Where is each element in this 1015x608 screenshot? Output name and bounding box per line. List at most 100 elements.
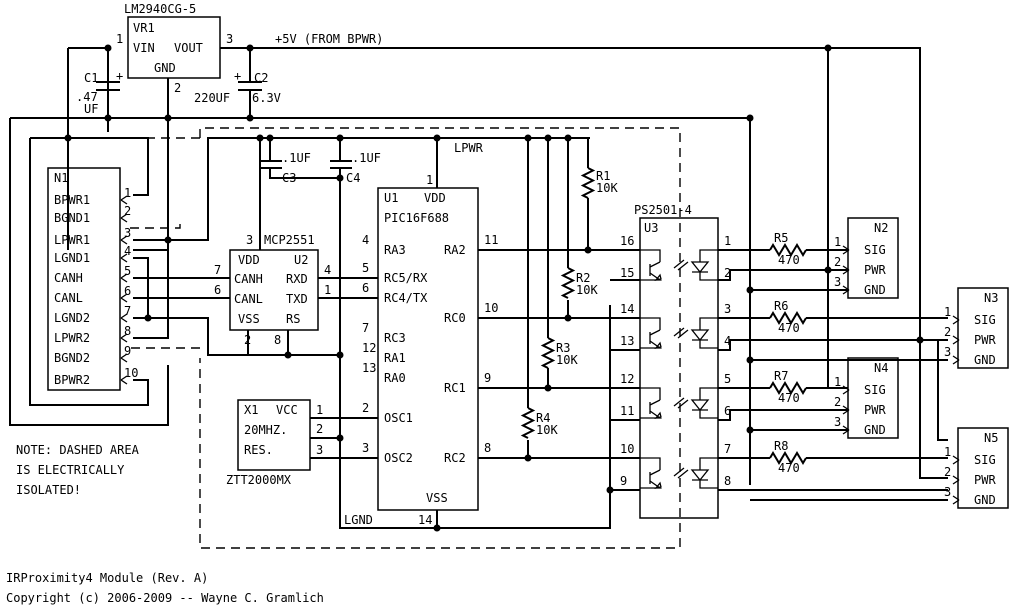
connector-pin-name: GND [974,493,996,507]
connector-pin-name: SIG [864,243,886,257]
svg-text:8: 8 [274,333,281,347]
svg-text:X1: X1 [244,403,258,417]
pic-pin-name: RC2 [444,451,466,465]
svg-text:.1UF: .1UF [352,151,381,165]
svg-text:VSS: VSS [238,312,260,326]
pic-pin-name: RA2 [444,243,466,257]
opto-pin-number: 5 [724,372,731,386]
n1-pin-name: BPWR2 [54,373,90,387]
opto-pin-number: 1 [724,234,731,248]
svg-text:C2: C2 [254,71,268,85]
connector-pin-number: 3 [944,485,951,499]
series-resistor-value: 470 [778,391,800,405]
svg-text:6: 6 [214,283,221,297]
pic-pin-number: 2 [362,401,369,415]
opto-pin-number: 13 [620,334,634,348]
pic-pin-name: RA1 [384,351,406,365]
opto-pin-number: 11 [620,404,634,418]
n1-pin-number: 7 [124,304,131,318]
svg-text:CANH: CANH [234,272,263,286]
svg-text:10K: 10K [556,353,578,367]
svg-text:6.3V: 6.3V [252,91,281,105]
n1-pin-name: LPWR2 [54,331,90,345]
svg-text:R3: R3 [556,341,570,355]
n1-pin-number: 3 [124,226,131,240]
n1-pin-arrow [120,375,128,385]
pic-left-pins: RA34RC5/RX5RC4/TX6RC37RA112RA013OSC12OSC… [362,233,428,465]
svg-text:LGND: LGND [344,513,373,527]
svg-text:2: 2 [316,422,323,436]
svg-text:3: 3 [246,233,253,247]
n1-pin-name: BGND1 [54,211,90,225]
connector-pin-number: 3 [944,345,951,359]
connector-pin-name: GND [974,353,996,367]
connector-pin-number: 2 [944,325,951,339]
pic-pin-number: 5 [362,261,369,275]
svg-text:+: + [234,69,241,83]
connector-pin-name: PWR [974,333,996,347]
n1-pin-name: LGND2 [54,311,90,325]
connector-pin-name: SIG [864,383,886,397]
n1-pin-arrow [120,195,128,205]
svg-text:2: 2 [244,333,251,347]
pic-pin-number: 12 [362,341,376,355]
n1-pin-name: LPWR1 [54,233,90,247]
svg-text:1: 1 [324,283,331,297]
svg-text:3: 3 [316,443,323,457]
svg-text:RS: RS [286,312,300,326]
vr1-part: LM2940CG-5 [124,2,196,16]
opto-pin-number: 15 [620,266,634,280]
connector-pin-number: 2 [834,255,841,269]
svg-text:LPWR: LPWR [454,141,484,155]
n1-pin-arrow [120,213,128,223]
note-line-2: IS ELECTRICALLY [16,463,125,477]
svg-text:U2: U2 [294,253,308,267]
n1-pin-arrow [120,313,128,323]
wiring [9,47,948,529]
connector-pin-number: 3 [834,415,841,429]
pic-pin-number: 6 [362,281,369,295]
opto-pin-number: 8 [724,474,731,488]
output-connectors: N2SIG1PWR2GND3N3SIG1PWR2GND3N4SIG1PWR2GN… [834,217,1009,509]
opto-pin-number: 4 [724,334,731,348]
connector-pin-number: 1 [834,375,841,389]
series-resistor-ref: R8 [774,439,788,453]
svg-text:C1: C1 [84,71,98,85]
n1-pin-number: 8 [124,324,131,338]
n1-pin-name: LGND1 [54,251,90,265]
svg-text:R4: R4 [536,411,550,425]
capacitor-c4: .1UF C4 [330,151,381,185]
svg-text:PS2501-4: PS2501-4 [634,203,692,217]
vr1-pin-out: 3 [226,32,233,46]
svg-text:1: 1 [426,173,433,187]
pic-pin-name: RC4/TX [384,291,428,305]
junctions [64,44,924,532]
capacitor-c1: C1 + .47 UF [76,69,123,116]
vr1-vin: VIN [133,41,155,55]
pic-pin-number: 7 [362,321,369,335]
opto-pin-number: 9 [620,474,627,488]
svg-text:20MHZ.: 20MHZ. [244,423,287,437]
connector-pin-number: 2 [834,395,841,409]
n1-pin-number: 1 [124,186,131,200]
net-label-5v: +5V (FROM BPWR) [275,32,383,46]
svg-text:1: 1 [316,403,323,417]
n1-pin-arrow [120,235,128,245]
connector-ref: N3 [984,291,998,305]
n1-pin-arrow [120,253,128,263]
svg-text:10K: 10K [536,423,558,437]
svg-text:10K: 10K [576,283,598,297]
connector-pin-number: 1 [944,305,951,319]
capacitor-c2: C2 + 220UF 6.3V [194,69,281,105]
footer-title: IRProximity4 Module (Rev. A) [6,571,208,585]
connector-pin-name: PWR [974,473,996,487]
connector-pin-name: GND [864,423,886,437]
svg-text:R1: R1 [596,169,610,183]
svg-text:10K: 10K [596,181,618,195]
connector-pin-number: 2 [944,465,951,479]
